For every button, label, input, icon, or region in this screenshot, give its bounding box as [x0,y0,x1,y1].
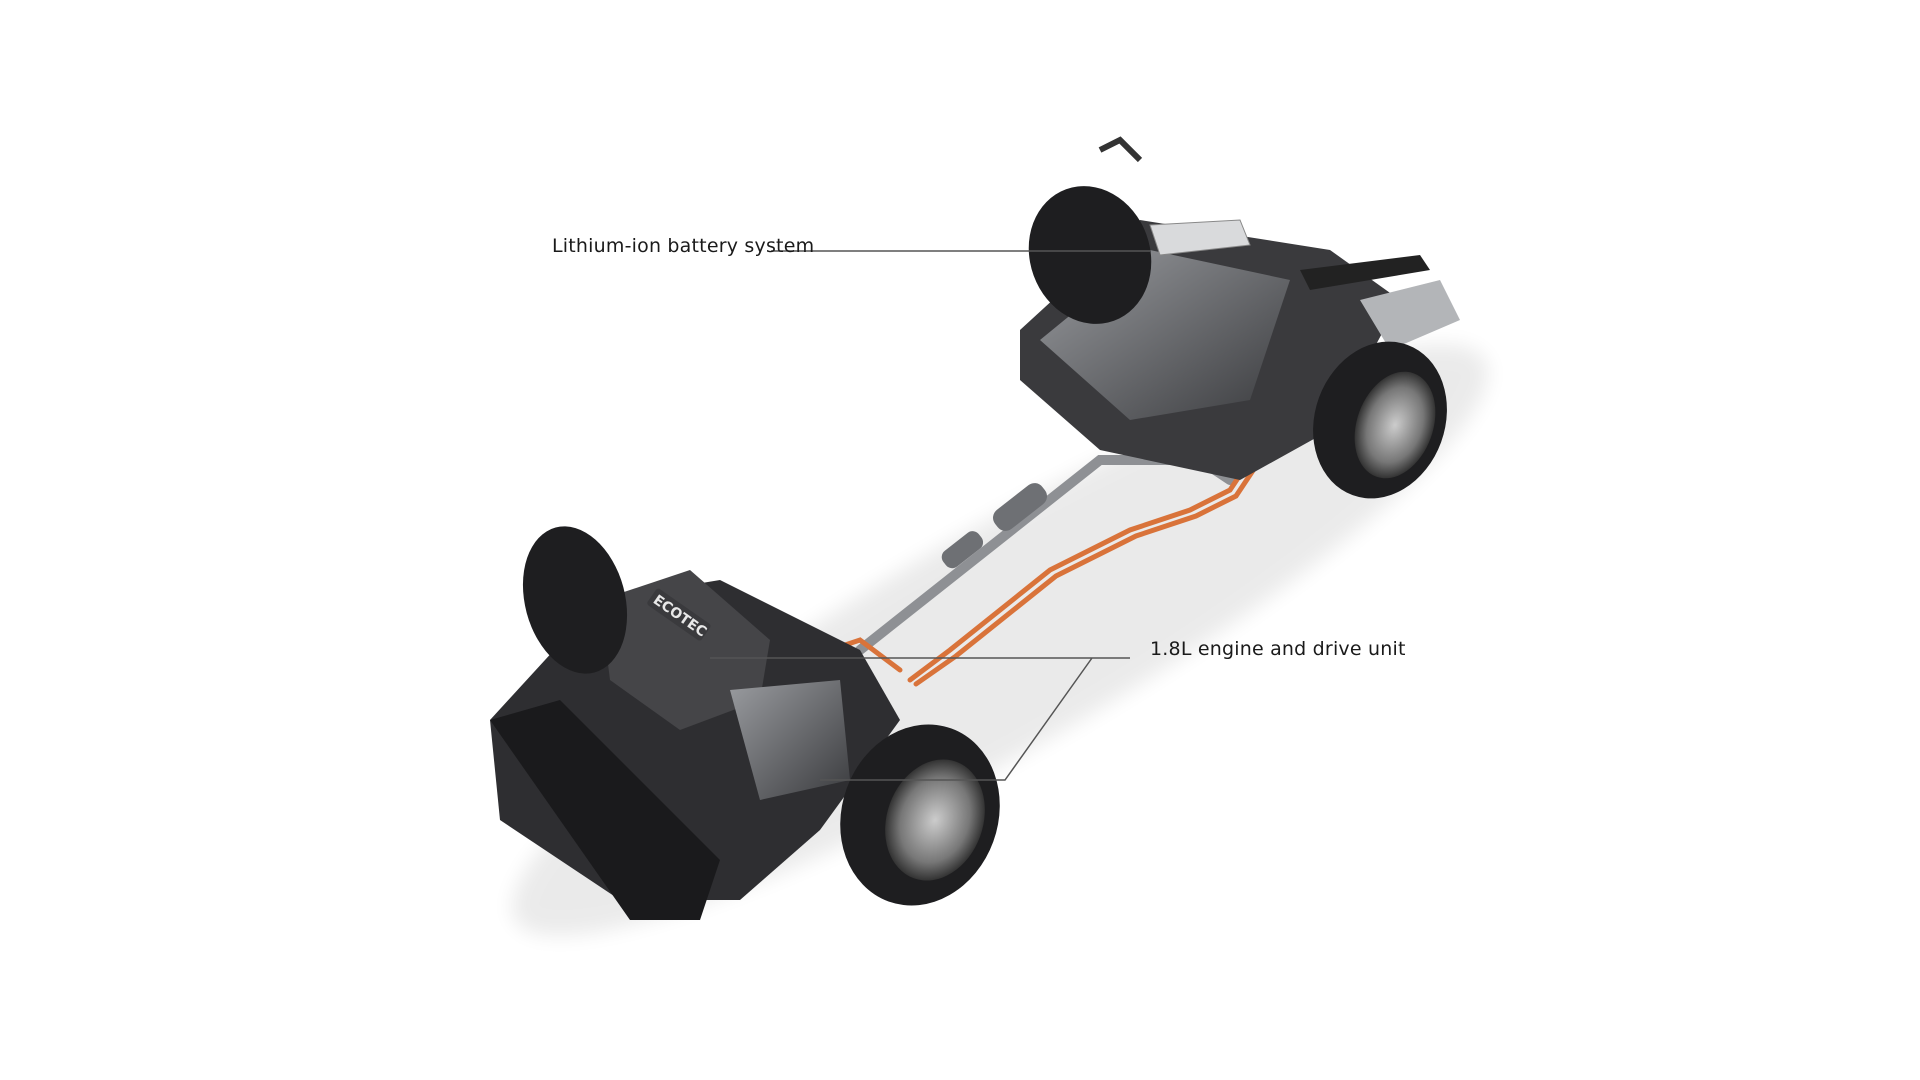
rear-right-wheel [1313,341,1447,499]
engine-leader-line [710,657,1130,781]
engine-block [600,570,770,730]
front-right-wheel [840,724,1000,906]
rear-chassis [1020,136,1460,480]
battery-pack [1149,219,1251,256]
engine-drive-unit-label: 1.8L engine and drive unit [1150,638,1406,660]
battery-system-label: Lithium-ion battery system [552,235,815,257]
front-left-wheel [522,526,628,674]
leader-lines [710,250,1150,781]
rear-left-wheel [1028,186,1152,324]
